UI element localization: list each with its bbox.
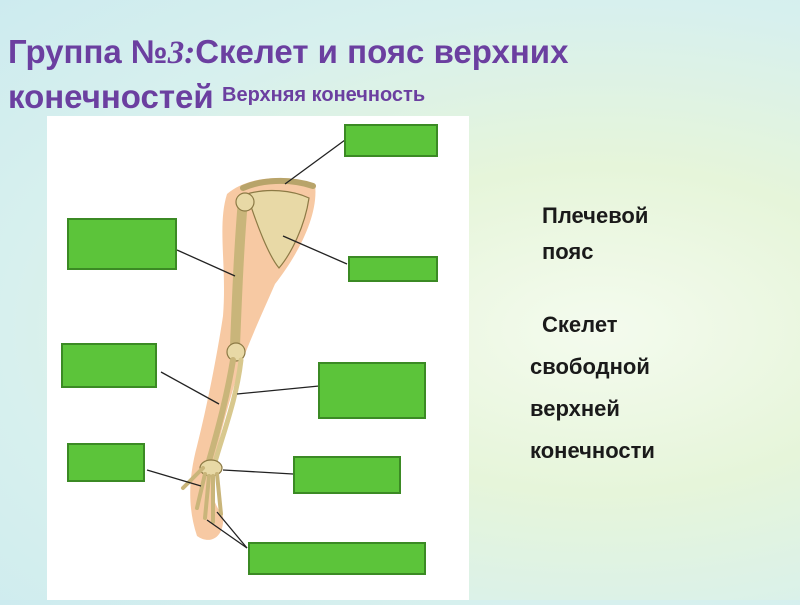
radius-bone [212, 357, 244, 465]
bullet-line: Плечевой [542, 203, 649, 228]
arm-silhouette [190, 178, 316, 540]
label-box-phalanges[interactable] [248, 542, 426, 575]
label-box-scapula[interactable] [348, 256, 438, 282]
bullet-item-shoulder-girdle: Плечевой пояс [498, 198, 788, 270]
humerus-bone [230, 195, 248, 351]
slide-title: Группа №3:Скелет и пояс верхних конечнос… [8, 30, 768, 119]
bullet-list: Плечевой пояс Скелет свободной верхней к… [498, 198, 788, 472]
slide-subtitle: Верхняя конечность [222, 84, 426, 106]
bullet-line: конечности [530, 438, 655, 463]
label-box-clavicle[interactable] [344, 124, 438, 157]
leader-lines [146, 139, 348, 549]
title-number: 3: [167, 35, 196, 71]
title-rest: Скелет и пояс верхних конечностей [8, 33, 569, 115]
label-box-hand[interactable] [67, 443, 145, 482]
title-prefix: Группа № [8, 33, 168, 70]
bullet-line: пояс [542, 239, 594, 264]
arm-diagram-panel [47, 116, 469, 600]
clavicle-bone [240, 177, 316, 191]
label-box-ulna[interactable] [61, 343, 157, 388]
elbow-joint [226, 342, 246, 362]
phalanges-bones [181, 466, 223, 524]
ulna-bone [206, 357, 236, 464]
label-box-humerus[interactable] [67, 218, 177, 270]
arm-skeleton-illustration [146, 139, 348, 549]
bullet-item-free-limb-skeleton: Скелет свободной верхней конечности [498, 304, 788, 472]
label-box-wrist[interactable] [293, 456, 401, 494]
bullet-line: верхней [530, 396, 620, 421]
label-box-radius[interactable] [318, 362, 426, 419]
bullet-line: свободной [530, 354, 650, 379]
bullet-line: Скелет [542, 312, 618, 337]
scapula-bone [246, 189, 310, 269]
humerus-head [235, 192, 255, 212]
